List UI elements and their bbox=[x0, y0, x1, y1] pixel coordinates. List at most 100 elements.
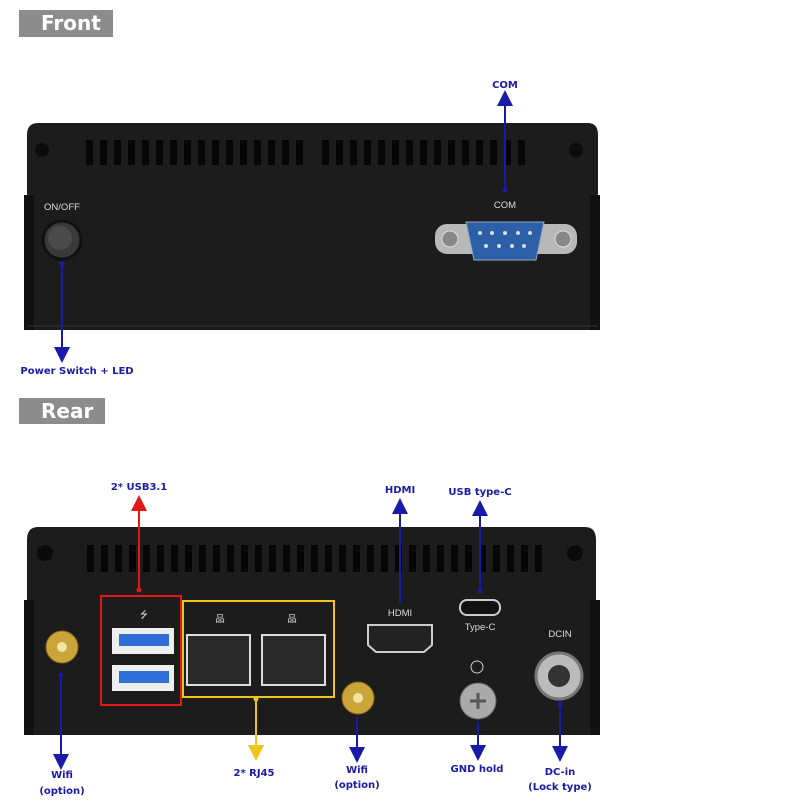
vent-slot bbox=[518, 140, 525, 165]
usbc-callout: USB type-C bbox=[448, 487, 511, 498]
vent-slot bbox=[507, 545, 514, 572]
usb-callout: 2* USB3.1 bbox=[111, 482, 167, 493]
com-port bbox=[435, 221, 577, 261]
vent-slot bbox=[156, 140, 163, 165]
vent-slot bbox=[339, 545, 346, 572]
vent-slot bbox=[115, 545, 122, 572]
vent-slot bbox=[254, 140, 261, 165]
vent-slot bbox=[493, 545, 500, 572]
vent-slot bbox=[322, 140, 329, 165]
vent-slot bbox=[504, 140, 511, 165]
vent-slot bbox=[269, 545, 276, 572]
vent-slots bbox=[87, 545, 542, 572]
rear-section-header: Rear bbox=[19, 398, 105, 424]
vent-slot bbox=[87, 545, 94, 572]
hdmi-port bbox=[367, 624, 433, 653]
network-icon: 品 bbox=[215, 614, 225, 625]
vent-slot bbox=[282, 140, 289, 165]
vent-slot bbox=[86, 140, 93, 165]
wifi2-callout-sub: (option) bbox=[334, 780, 379, 791]
network-icon: 品 bbox=[287, 614, 297, 625]
vent-slot bbox=[448, 140, 455, 165]
vent-slot bbox=[392, 140, 399, 165]
vent-slot bbox=[367, 545, 374, 572]
vent-slot bbox=[212, 140, 219, 165]
vent-slot bbox=[437, 545, 444, 572]
vent-slot bbox=[462, 140, 469, 165]
vent-slot bbox=[227, 545, 234, 572]
vent-slot bbox=[128, 140, 135, 165]
rj45-callout: 2* RJ45 bbox=[233, 768, 274, 779]
vent-slot bbox=[297, 545, 304, 572]
vent-slot bbox=[185, 545, 192, 572]
vent-slot bbox=[171, 545, 178, 572]
com-callout: COM bbox=[492, 80, 518, 91]
rear-chassis: ⭍ 品 品 HDMI Type-C DCIN bbox=[24, 527, 600, 735]
rj45-port bbox=[261, 634, 326, 686]
vent-slot bbox=[465, 545, 472, 572]
rj45-highlight-box bbox=[182, 600, 335, 698]
vent-slot bbox=[157, 545, 164, 572]
vent-slot bbox=[364, 140, 371, 165]
vent-slot bbox=[283, 545, 290, 572]
vent-slot bbox=[213, 545, 220, 572]
front-section-header: Front bbox=[19, 10, 113, 37]
vent-slot bbox=[142, 140, 149, 165]
vent-slot bbox=[255, 545, 262, 572]
hdmi-panel-label: HDMI bbox=[388, 608, 412, 619]
vent-slot bbox=[114, 140, 121, 165]
vent-slot bbox=[184, 140, 191, 165]
hdmi-callout: HDMI bbox=[385, 485, 415, 496]
vent-slot bbox=[129, 545, 136, 572]
power-callout: Power Switch + LED bbox=[20, 366, 133, 377]
vent-slot bbox=[268, 140, 275, 165]
ground-icon bbox=[470, 660, 484, 674]
screw-icon bbox=[35, 143, 49, 157]
usb-highlight-box bbox=[100, 595, 182, 706]
wifi2-callout: Wifi bbox=[346, 765, 368, 776]
dcin-panel-label: DCIN bbox=[548, 629, 571, 640]
vent-slot bbox=[350, 140, 357, 165]
vent-slot bbox=[240, 140, 247, 165]
vent-slot bbox=[451, 545, 458, 572]
vent-slot bbox=[353, 545, 360, 572]
vent-slot bbox=[476, 140, 483, 165]
vent-slot bbox=[100, 140, 107, 165]
typec-panel-label: Type-C bbox=[465, 622, 496, 633]
screw-icon bbox=[37, 545, 53, 561]
vent-slot bbox=[336, 140, 343, 165]
vent-slot bbox=[378, 140, 385, 165]
vent-slot bbox=[198, 140, 205, 165]
vent-slots bbox=[86, 140, 525, 165]
com-panel-label: COM bbox=[494, 200, 516, 211]
usb-icon: ⭍ bbox=[140, 609, 148, 621]
vent-slot bbox=[423, 545, 430, 572]
vent-slot bbox=[395, 545, 402, 572]
screw-icon bbox=[567, 545, 583, 561]
dcin-callout: DC-in bbox=[545, 767, 576, 778]
vent-slot bbox=[434, 140, 441, 165]
vent-slot bbox=[101, 545, 108, 572]
vent-slot bbox=[381, 545, 388, 572]
dcin-callout-sub: (Lock type) bbox=[528, 782, 592, 793]
vent-slot bbox=[409, 545, 416, 572]
vent-slot bbox=[170, 140, 177, 165]
usb-c-port bbox=[459, 599, 501, 616]
gnd-callout: GND hold bbox=[451, 764, 504, 775]
vent-slot bbox=[521, 545, 528, 572]
rj45-port bbox=[186, 634, 251, 686]
vent-slot bbox=[490, 140, 497, 165]
on-off-label: ON/OFF bbox=[44, 202, 80, 213]
vent-slot bbox=[535, 545, 542, 572]
vent-slot bbox=[143, 545, 150, 572]
vent-slot bbox=[325, 545, 332, 572]
vent-slot bbox=[420, 140, 427, 165]
wifi1-callout: Wifi bbox=[51, 770, 73, 781]
vent-slot bbox=[479, 545, 486, 572]
vent-slot bbox=[226, 140, 233, 165]
vent-slot bbox=[311, 545, 318, 572]
wifi1-callout-sub: (option) bbox=[39, 786, 84, 797]
vent-slot bbox=[296, 140, 303, 165]
screw-icon bbox=[569, 143, 583, 157]
